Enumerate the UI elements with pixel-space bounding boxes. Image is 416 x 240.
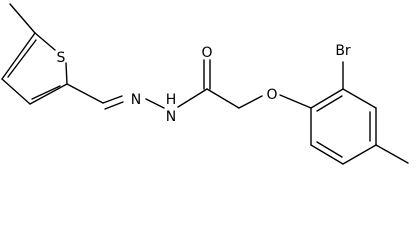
thiophene-s-c2-bond <box>65 62 68 85</box>
thiophene-ring <box>1 3 68 105</box>
amide-hydrogen-label: H <box>166 92 177 108</box>
thiophene-c5-s-bond <box>34 32 56 51</box>
thiophene-c3-c4-bond <box>1 78 31 105</box>
benzene-c1-c2-bond <box>310 88 344 109</box>
benzene-c5-c6-inner-bond <box>316 141 343 158</box>
bromine-atom-label: Br <box>335 43 351 59</box>
benzene-c5-c6-bond <box>310 144 344 165</box>
thiophene-c2-c3-inner-bond <box>31 85 61 100</box>
ch-n-double-bond-inner <box>104 101 124 110</box>
acetamide-chain <box>177 59 312 109</box>
ether-o-to-ring-bond <box>279 94 312 109</box>
sulfur-atom-label: S <box>57 50 66 66</box>
amide-nitrogen-label: N <box>166 109 176 125</box>
n-n-bond <box>145 98 165 109</box>
ring-methyl-bond <box>375 144 409 164</box>
thiophene-to-ch-bond <box>66 83 104 104</box>
carbonyl-to-ch2-bond <box>206 88 240 109</box>
benzene-c1-c2-inner-bond <box>316 95 343 112</box>
methyl-to-thiophene-bond <box>9 3 36 34</box>
nh-to-carbonyl-bond <box>177 88 208 108</box>
thiophene-c2-c3-bond <box>29 83 68 105</box>
thiophene-c4-c5-inner-bond <box>7 39 37 78</box>
thiophene-c4-c5-bond <box>1 32 36 80</box>
ether-oxygen-label: O <box>266 87 277 103</box>
hydrazone-linker <box>66 83 165 110</box>
ch-n-double-bond-outer <box>102 95 123 104</box>
ch2-to-ether-o-bond <box>238 95 263 109</box>
benzene-ring <box>310 61 409 165</box>
chemical-structure-diagram: S O H N N O Br <box>1 3 409 165</box>
carbonyl-oxygen-label: O <box>201 45 212 61</box>
atom-labels: S O H N N O Br <box>57 43 351 125</box>
benzene-c4-c5-bond <box>342 144 377 165</box>
benzene-c2-c3-bond <box>342 88 377 109</box>
imine-nitrogen-label: N <box>131 92 141 108</box>
